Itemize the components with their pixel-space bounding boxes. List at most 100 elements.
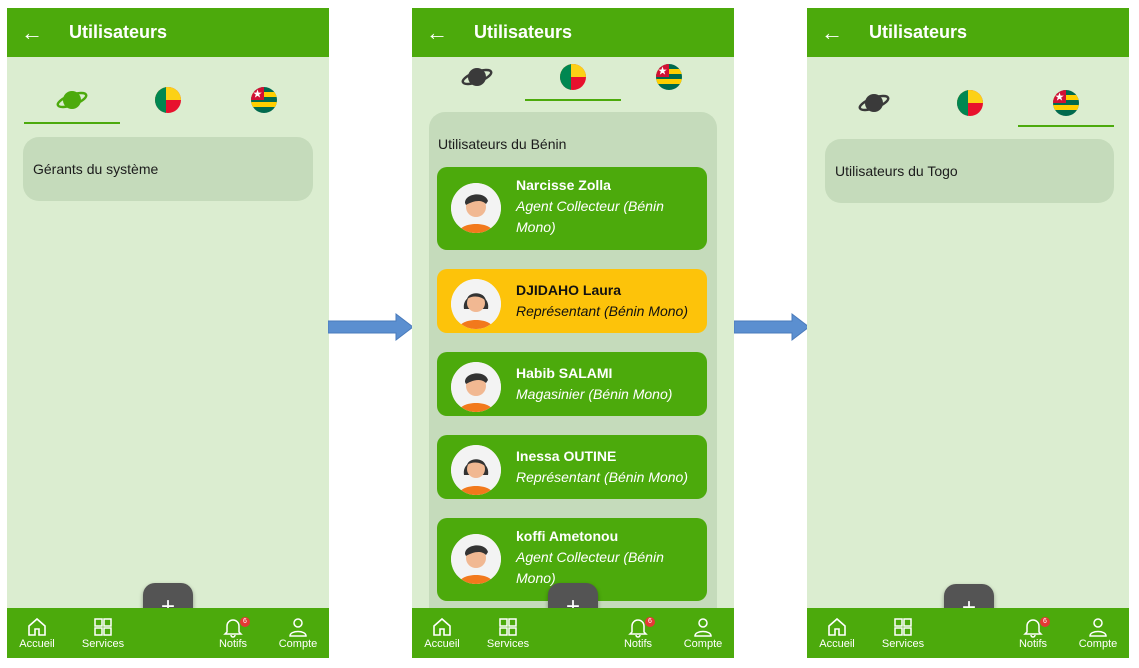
user-name: Habib SALAMI (516, 365, 613, 381)
back-arrow-icon[interactable]: ← (426, 19, 448, 45)
tab-benin[interactable] (525, 55, 621, 101)
nav-services[interactable]: Services (73, 616, 133, 650)
nav-account-label: Compte (1078, 638, 1118, 650)
phone-screen-benin: ← Utilisateurs (412, 8, 734, 658)
benin-flag-icon (560, 64, 586, 90)
bottom-navigation: Accueil Services Notifs 6 Compte (807, 608, 1129, 658)
planet-icon (461, 68, 493, 86)
user-icon (694, 618, 712, 637)
section-label: Utilisateurs du Togo (835, 163, 958, 179)
section-label: Utilisateurs du Bénin (438, 136, 567, 152)
bell-icon (1023, 619, 1043, 638)
section-card[interactable]: Utilisateurs du Togo (825, 139, 1114, 203)
grid-icon (94, 618, 112, 636)
notification-badge: 6 (1040, 617, 1050, 627)
back-arrow-icon[interactable]: ← (21, 19, 43, 45)
bottom-navigation: Accueil Services Notifs 6 Compte (7, 608, 329, 658)
planet-icon (56, 91, 88, 109)
tab-bar (24, 78, 329, 124)
user-icon (289, 618, 307, 637)
home-icon (28, 617, 46, 636)
nav-home[interactable]: Accueil (7, 616, 67, 650)
tab-togo[interactable] (621, 55, 717, 99)
user-name: Inessa OUTINE (516, 448, 617, 464)
nav-notifs[interactable]: Notifs (1003, 616, 1063, 650)
nav-services[interactable]: Services (478, 616, 538, 650)
togo-flag-icon (656, 64, 682, 90)
benin-flag-icon (155, 87, 181, 113)
togo-flag-icon (1053, 90, 1079, 116)
nav-home-label: Accueil (424, 638, 460, 650)
notification-badge: 6 (240, 617, 250, 627)
nav-home-label: Accueil (19, 638, 55, 650)
flow-arrow-icon (734, 312, 810, 342)
nav-account[interactable]: Compte (673, 616, 733, 650)
user-card-selected[interactable]: DJIDAHO Laura Représentant (Bénin Mono) (437, 269, 707, 333)
nav-home[interactable]: Accueil (412, 616, 472, 650)
grid-icon (499, 618, 517, 636)
user-role: Représentant (Bénin Mono) (516, 303, 688, 319)
nav-account-label: Compte (278, 638, 318, 650)
user-role: Agent Collecteur (Bénin Mono) (516, 549, 664, 586)
user-card[interactable]: Inessa OUTINE Représentant (Bénin Mono) (437, 435, 707, 499)
avatar-male-icon (451, 534, 501, 584)
nav-services-label: Services (81, 638, 125, 650)
bottom-navigation: Accueil Services Notifs 6 Compte (412, 608, 734, 658)
benin-flag-icon (957, 90, 983, 116)
nav-notifs-label: Notifs (623, 638, 653, 650)
nav-home[interactable]: Accueil (807, 616, 867, 650)
section-label: Gérants du système (33, 161, 159, 177)
user-role: Magasinier (Bénin Mono) (516, 386, 673, 402)
avatar-male-icon (451, 362, 501, 412)
app-bar: ← Utilisateurs (807, 8, 1129, 57)
tab-togo[interactable] (1018, 81, 1114, 127)
tab-world[interactable] (429, 55, 525, 99)
section-card[interactable]: Gérants du système (23, 137, 313, 201)
phone-screen-togo: ← Utilisateurs (807, 8, 1129, 658)
user-name: DJIDAHO Laura (516, 282, 622, 298)
section-card: Utilisateurs du Bénin Narcisse Zolla Age… (429, 112, 717, 658)
user-name: koffi Ametonou (516, 528, 619, 544)
bell-icon (223, 619, 243, 638)
tab-world[interactable] (826, 81, 922, 125)
page-title: Utilisateurs (474, 22, 573, 42)
grid-icon (894, 618, 912, 636)
back-arrow-icon[interactable]: ← (821, 19, 843, 45)
nav-services-label: Services (881, 638, 925, 650)
user-role: Représentant (Bénin Mono) (516, 469, 688, 485)
avatar-male-icon (451, 183, 501, 233)
home-icon (433, 617, 451, 636)
user-name: Narcisse Zolla (516, 177, 611, 193)
tab-bar (429, 55, 734, 101)
app-bar: ← Utilisateurs (7, 8, 329, 57)
user-card[interactable]: Habib SALAMI Magasinier (Bénin Mono) (437, 352, 707, 416)
flow-arrow-icon (328, 312, 414, 342)
phone-screen-global: ← Utilisateurs (7, 8, 329, 658)
nav-home-label: Accueil (819, 638, 855, 650)
home-icon (828, 617, 846, 636)
nav-services-label: Services (486, 638, 530, 650)
togo-flag-icon (251, 87, 277, 113)
user-role: Agent Collecteur (Bénin Mono) (516, 198, 664, 235)
tab-bar (826, 81, 1129, 127)
nav-notifs[interactable]: Notifs (608, 616, 668, 650)
nav-account-label: Compte (683, 638, 723, 650)
tab-benin[interactable] (120, 78, 216, 122)
page-title: Utilisateurs (869, 22, 968, 42)
nav-notifs-label: Notifs (218, 638, 248, 650)
tab-world[interactable] (24, 78, 120, 124)
tab-togo[interactable] (216, 78, 312, 122)
user-icon (1089, 618, 1107, 637)
avatar-female-icon (451, 279, 501, 329)
nav-services[interactable]: Services (873, 616, 933, 650)
tab-benin[interactable] (922, 81, 1018, 125)
notification-badge: 6 (645, 617, 655, 627)
avatar-female-icon (451, 445, 501, 495)
nav-notifs-label: Notifs (1018, 638, 1048, 650)
nav-notifs[interactable]: Notifs (203, 616, 263, 650)
user-card[interactable]: Narcisse Zolla Agent Collecteur (Bénin M… (437, 167, 707, 250)
bell-icon (628, 619, 648, 638)
page-title: Utilisateurs (69, 22, 168, 42)
nav-account[interactable]: Compte (268, 616, 328, 650)
nav-account[interactable]: Compte (1068, 616, 1128, 650)
